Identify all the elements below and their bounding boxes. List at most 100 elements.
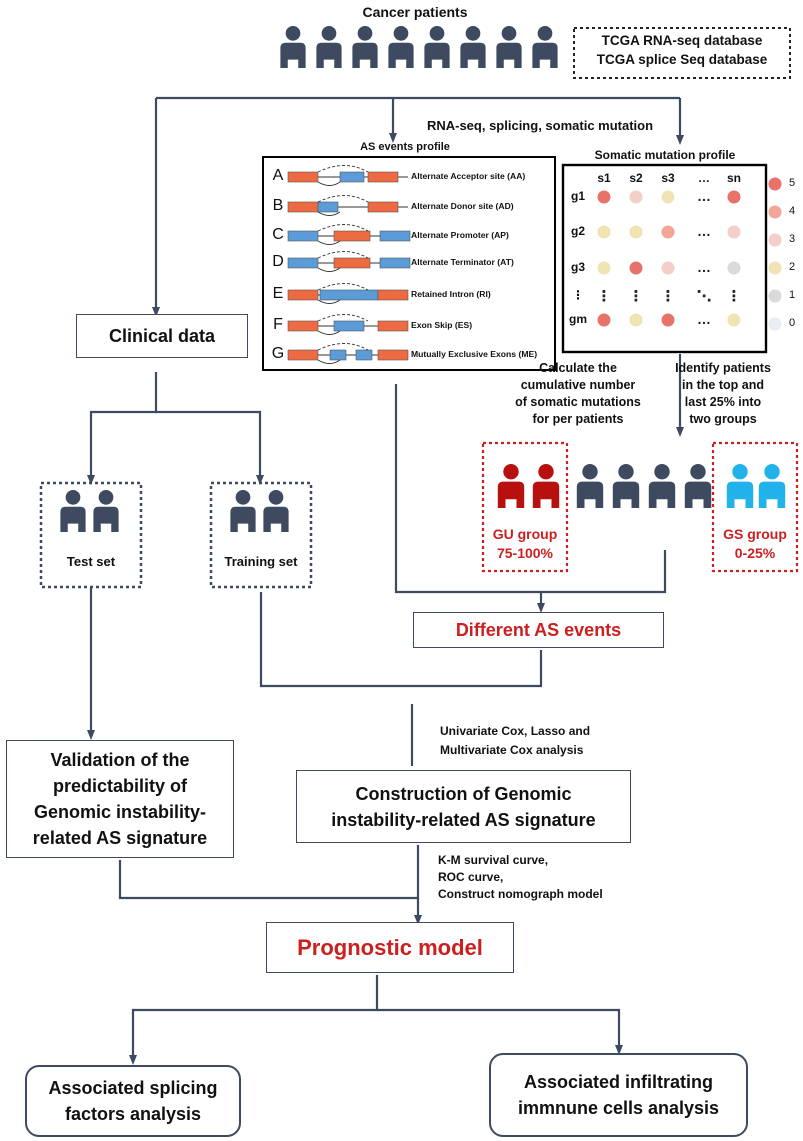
connector-training-to-construction xyxy=(259,592,543,688)
legend-dot xyxy=(768,289,782,303)
legend-label: 2 xyxy=(788,261,796,273)
mutation-grid: ………⋮⋮⋮⋱⋮… xyxy=(597,177,782,331)
mutation-dot xyxy=(629,313,643,327)
legend-dot xyxy=(768,317,782,331)
mutation-dot xyxy=(629,225,643,239)
patient-icon xyxy=(388,25,414,68)
as-event-letter: C xyxy=(272,226,284,243)
as-event-label: Exon Skip (ES) xyxy=(411,320,473,330)
ellipsis-mark: ⋮ xyxy=(661,288,676,305)
ellipsis-mark: ⋮ xyxy=(597,288,612,305)
patient-icon xyxy=(612,464,640,508)
connector-to-immune xyxy=(377,1008,623,1055)
mutation-dot xyxy=(629,261,643,275)
connector-validation-to-prognostic xyxy=(118,860,418,900)
patient-icon xyxy=(684,464,712,508)
prognostic-model-box: Prognostic model xyxy=(266,922,514,973)
mutation-dot xyxy=(629,190,643,204)
mutation-dot xyxy=(597,313,611,327)
test-patient-icon xyxy=(93,490,119,532)
gs-group-label: GS group xyxy=(723,526,787,542)
training-set-label: Training set xyxy=(224,554,298,569)
gu-group-range: 75-100% xyxy=(496,545,554,561)
as-events-box xyxy=(262,156,556,371)
mutation-row-label: ⋮ xyxy=(572,288,584,302)
test-patient-icon xyxy=(60,490,86,532)
as-event-label: Alternate Acceptor site (AA) xyxy=(411,171,526,181)
as-event-diagram xyxy=(287,314,409,335)
as-event-letter: A xyxy=(272,167,284,184)
patient-icons xyxy=(60,25,786,532)
patient-icon xyxy=(316,25,342,68)
patient-icon xyxy=(424,25,450,68)
mutation-column-label: s3 xyxy=(661,171,675,185)
mutation-row-label: gm xyxy=(569,312,587,326)
gs-patient-icon xyxy=(726,464,754,508)
legend-dot xyxy=(768,177,782,191)
as-event-label: Mutually Exclusive Exons (ME) xyxy=(411,349,538,359)
patient-icon xyxy=(280,25,306,68)
ellipsis-mark: … xyxy=(697,188,711,204)
as-event-diagram xyxy=(287,165,408,186)
as-event-diagram xyxy=(287,283,409,304)
clinical-data-box: Clinical data xyxy=(76,314,248,358)
as-event-letter: D xyxy=(272,253,284,270)
mutation-dot xyxy=(727,190,741,204)
test-set-label: Test set xyxy=(66,554,116,569)
connector-clinical-down xyxy=(87,372,158,485)
legend-label: 0 xyxy=(788,317,796,329)
mutation-dot xyxy=(661,225,675,239)
database-line-2: TCGA splice Seq database xyxy=(596,52,768,67)
training-set-box xyxy=(209,481,313,589)
database-box xyxy=(573,27,791,79)
mutation-column-label: … xyxy=(698,171,710,185)
legend-dot xyxy=(768,261,782,275)
immune-cells-box: Associated infiltrating immnune cells an… xyxy=(489,1053,748,1137)
patient-icon xyxy=(460,25,486,68)
construction-box: Construction of Genomic instability-rela… xyxy=(296,770,631,843)
mutation-column-label: s2 xyxy=(629,171,643,185)
ellipsis-mark: … xyxy=(697,311,711,327)
gu-group-label: GU group xyxy=(492,526,558,542)
as-event-diagram xyxy=(287,251,411,272)
database-line-1: TCGA RNA-seq database xyxy=(601,33,763,48)
as-event-label: Retained Intron (RI) xyxy=(411,289,491,299)
mutation-row-label: g3 xyxy=(570,260,585,274)
as-profile-title: AS events profile xyxy=(360,141,450,153)
patient-icon xyxy=(648,464,676,508)
as-event-label: Alternate Promoter (AP) xyxy=(411,230,509,240)
as-event-diagram xyxy=(287,343,409,364)
mutation-profile-title: Somatic mutation profile xyxy=(594,148,736,162)
as-event-label: Alternate Terminator (AT) xyxy=(411,257,514,267)
mutation-column-label: sn xyxy=(726,171,741,185)
legend-dot xyxy=(768,233,782,247)
mutation-dot xyxy=(727,261,741,275)
as-event-letter: E xyxy=(272,285,284,302)
legend-dot xyxy=(768,205,782,219)
mutation-dot xyxy=(727,313,741,327)
connector-to-training xyxy=(156,410,264,485)
mutation-dot xyxy=(597,225,611,239)
km-text: K-M survival curve, ROC curve, Construct… xyxy=(438,853,603,901)
patient-icon xyxy=(352,25,378,68)
connector-as-to-different xyxy=(394,384,667,594)
connector-lines xyxy=(87,96,684,1065)
training-patient-icon xyxy=(263,490,289,532)
ellipsis-mark: … xyxy=(697,223,711,239)
ellipsis-mark: ⋮ xyxy=(727,288,742,305)
ellipsis-mark: … xyxy=(697,259,711,275)
as-event-letter: F xyxy=(273,316,283,333)
patient-icon xyxy=(576,464,604,508)
cancer-patients-title: Cancer patients xyxy=(362,4,468,20)
ellipsis-mark: ⋱ xyxy=(697,288,712,305)
mutation-dot xyxy=(661,313,675,327)
gs-group-box xyxy=(711,441,799,573)
legend-label: 5 xyxy=(788,177,796,189)
training-patient-icon xyxy=(230,490,256,532)
legend-label: 1 xyxy=(788,289,796,301)
legend-label: 4 xyxy=(788,205,796,217)
mutation-column-label: s1 xyxy=(597,171,611,185)
mutation-dot xyxy=(727,225,741,239)
gs-group-range: 0-25% xyxy=(734,545,776,561)
